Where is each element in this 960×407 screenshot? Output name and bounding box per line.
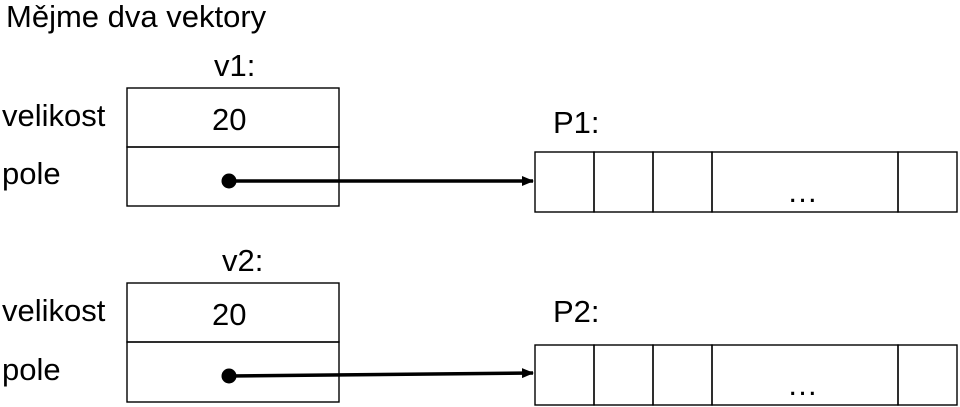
vector-v2-pole-label: pole — [2, 352, 61, 387]
array-p2-cell-gap — [711, 344, 899, 406]
array-p1-cells — [534, 151, 958, 213]
array-p1-cell-gap — [711, 151, 899, 213]
array-p2-cell — [897, 344, 958, 406]
vector-v1-pole-field — [126, 146, 340, 207]
vector-v1-size-label: velikost — [2, 98, 106, 133]
pointer-v1-to-p1 — [221, 173, 534, 189]
array-p1-cell — [534, 151, 595, 213]
array-p2-ellipsis: … — [787, 367, 818, 402]
vector-v2-size-field — [126, 282, 340, 343]
vector-v2-box — [126, 282, 340, 403]
array-p2-cell — [534, 344, 595, 406]
array-p2-cells — [534, 344, 958, 406]
vector-v1-size-value: 20 — [212, 102, 247, 137]
vector-v2-size-label: velikost — [2, 293, 106, 328]
vector-v2-pole-field — [126, 341, 340, 403]
array-p1-name: P1: — [553, 105, 600, 140]
array-p1-ellipsis: … — [787, 174, 818, 209]
vector-v2-size-value: 20 — [212, 297, 247, 332]
vector-v1-size-field — [126, 87, 340, 148]
vector-v1-pole-label: pole — [2, 156, 61, 191]
array-p2-name: P2: — [553, 294, 600, 329]
array-p2-cell — [593, 344, 654, 406]
pointer-v2-to-p2 — [221, 368, 534, 384]
array-p1-cell — [652, 151, 713, 213]
array-p2-cell — [652, 344, 713, 406]
vector-v1-box — [126, 87, 340, 207]
vector-v1-name: v1: — [214, 48, 256, 83]
array-p1-cell — [593, 151, 654, 213]
diagram-title: Mějme dva vektory — [6, 0, 267, 34]
pointer-v2-arrow — [228, 368, 534, 379]
vector-v2-name: v2: — [222, 243, 264, 278]
array-p1-cell — [897, 151, 958, 213]
